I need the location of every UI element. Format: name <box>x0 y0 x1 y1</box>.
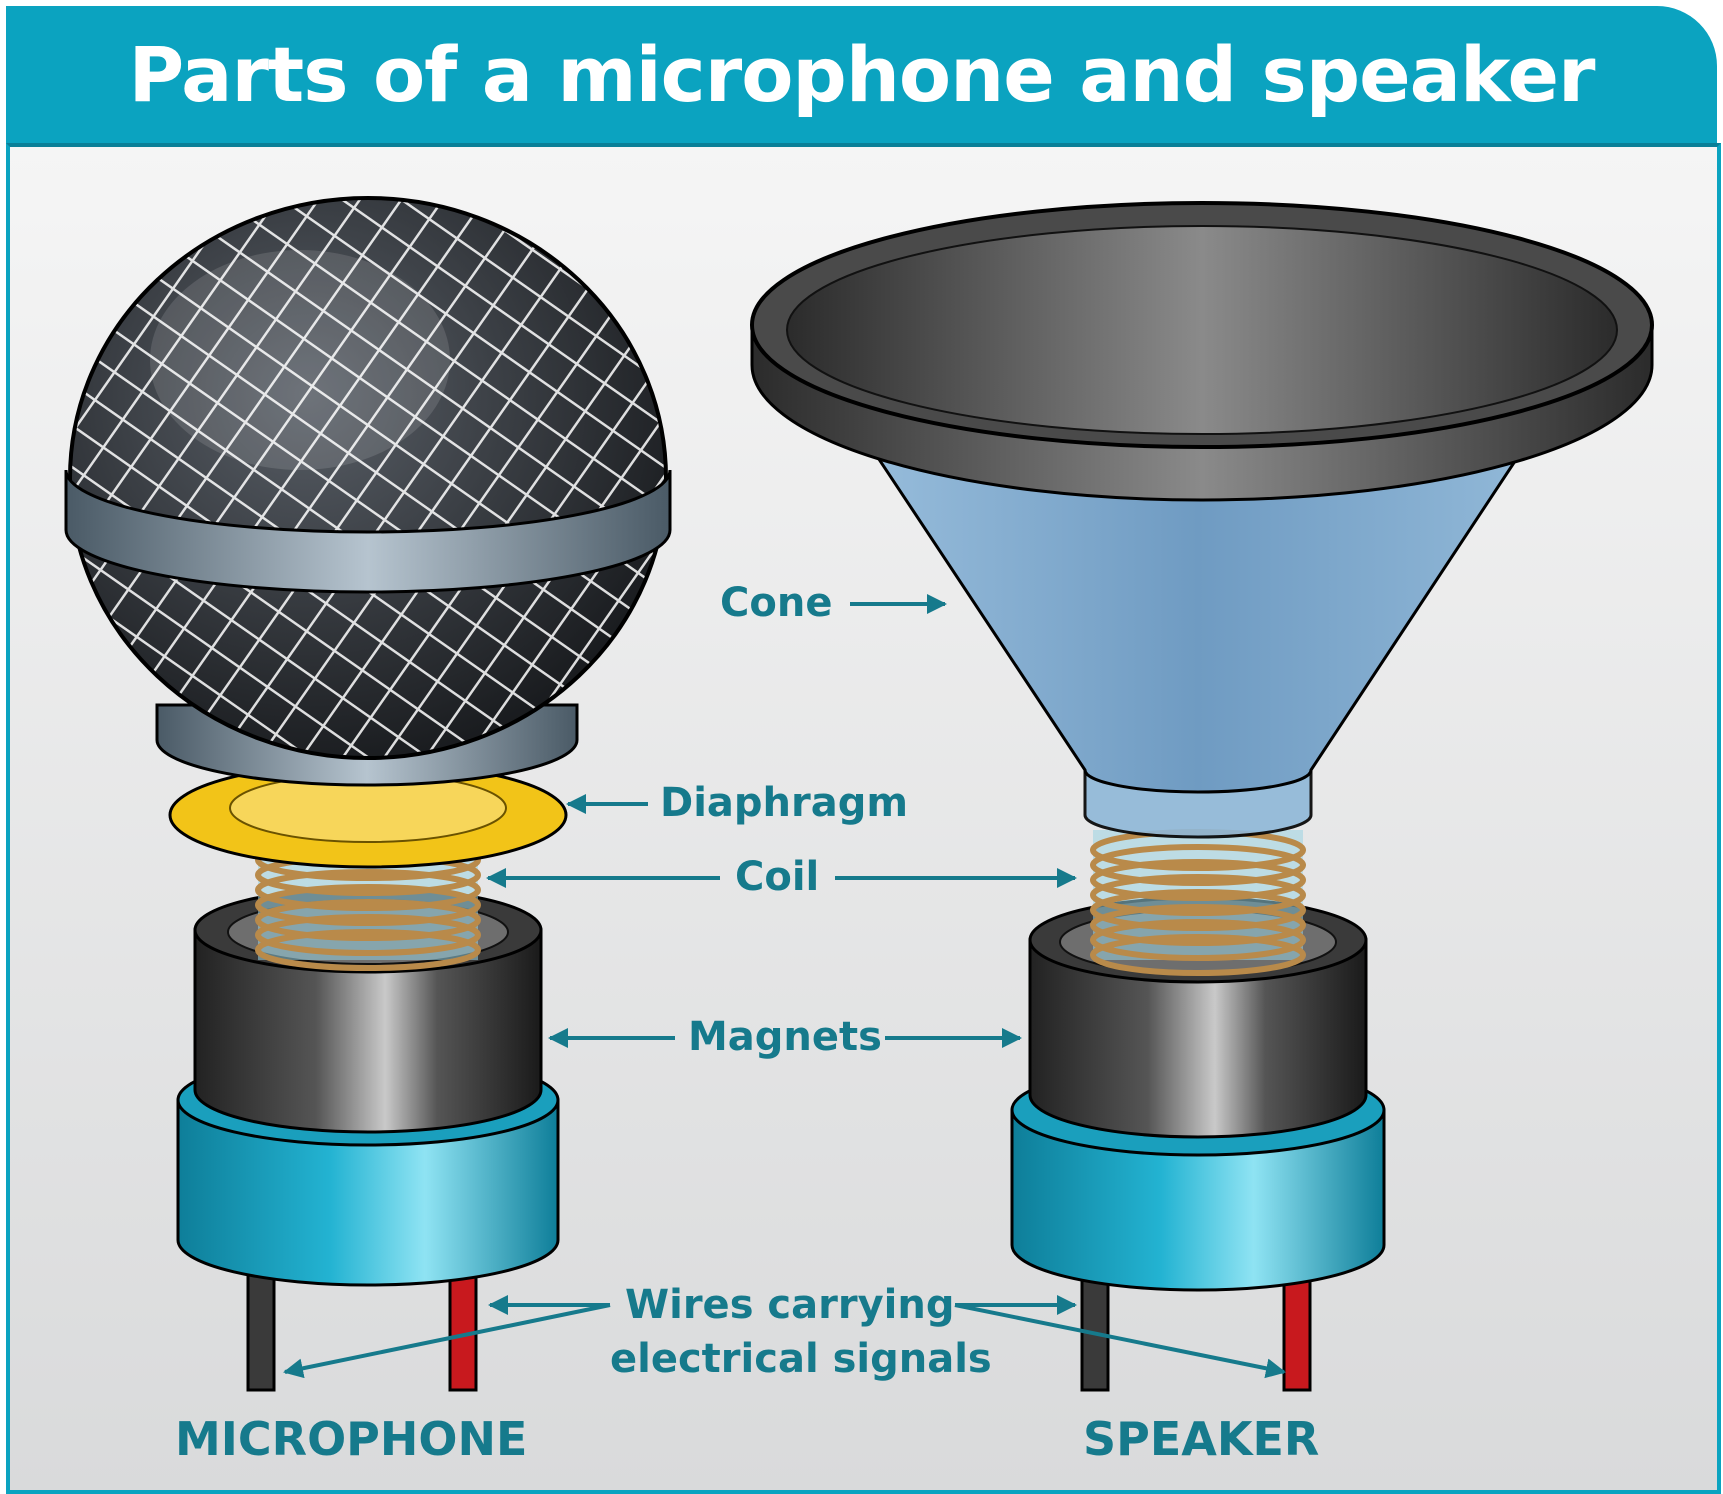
microphone-diaphragm <box>168 761 568 869</box>
speaker-base-ring <box>1010 1108 1386 1292</box>
microphone-coil <box>255 839 481 971</box>
label-coil: Coil <box>735 854 819 900</box>
label-wires-group: Wires carrying electrical signals <box>283 1282 1286 1382</box>
label-coil-group: Coil <box>486 854 1077 900</box>
speaker-illustration <box>750 201 1654 1392</box>
microphone-grille <box>68 196 668 760</box>
caption-speaker: SPEAKER <box>1083 1412 1319 1466</box>
microphone-magnet <box>193 928 543 1134</box>
label-cone: Cone <box>720 580 832 626</box>
label-wires-line2: electrical signals <box>610 1336 992 1382</box>
caption-microphone: MICROPHONE <box>175 1412 527 1466</box>
label-diaphragm: Diaphragm <box>660 780 908 826</box>
speaker-wire-red <box>1282 1268 1312 1392</box>
microphone-wire-gray <box>246 1268 276 1392</box>
label-cone-group: Cone <box>720 580 947 626</box>
label-diaphragm-group: Diaphragm <box>566 780 908 826</box>
microphone-base-ring <box>176 1098 560 1287</box>
arrow-wires-spk-red <box>954 1303 1286 1379</box>
microphone-illustration <box>64 196 672 1392</box>
speaker-magnet <box>1028 938 1368 1139</box>
speaker-coil <box>1090 829 1306 976</box>
label-magnets: Magnets <box>688 1014 882 1060</box>
page-title: Parts of a microphone and speaker <box>128 30 1596 119</box>
microphone-band <box>64 469 672 594</box>
microphone-wire-red <box>448 1268 478 1392</box>
label-magnets-group: Magnets <box>548 1014 1022 1060</box>
title-bar: Parts of a microphone and speaker <box>6 6 1717 143</box>
arrow-wires-mic-gray <box>283 1303 611 1379</box>
label-wires-line1: Wires carrying <box>625 1282 954 1328</box>
